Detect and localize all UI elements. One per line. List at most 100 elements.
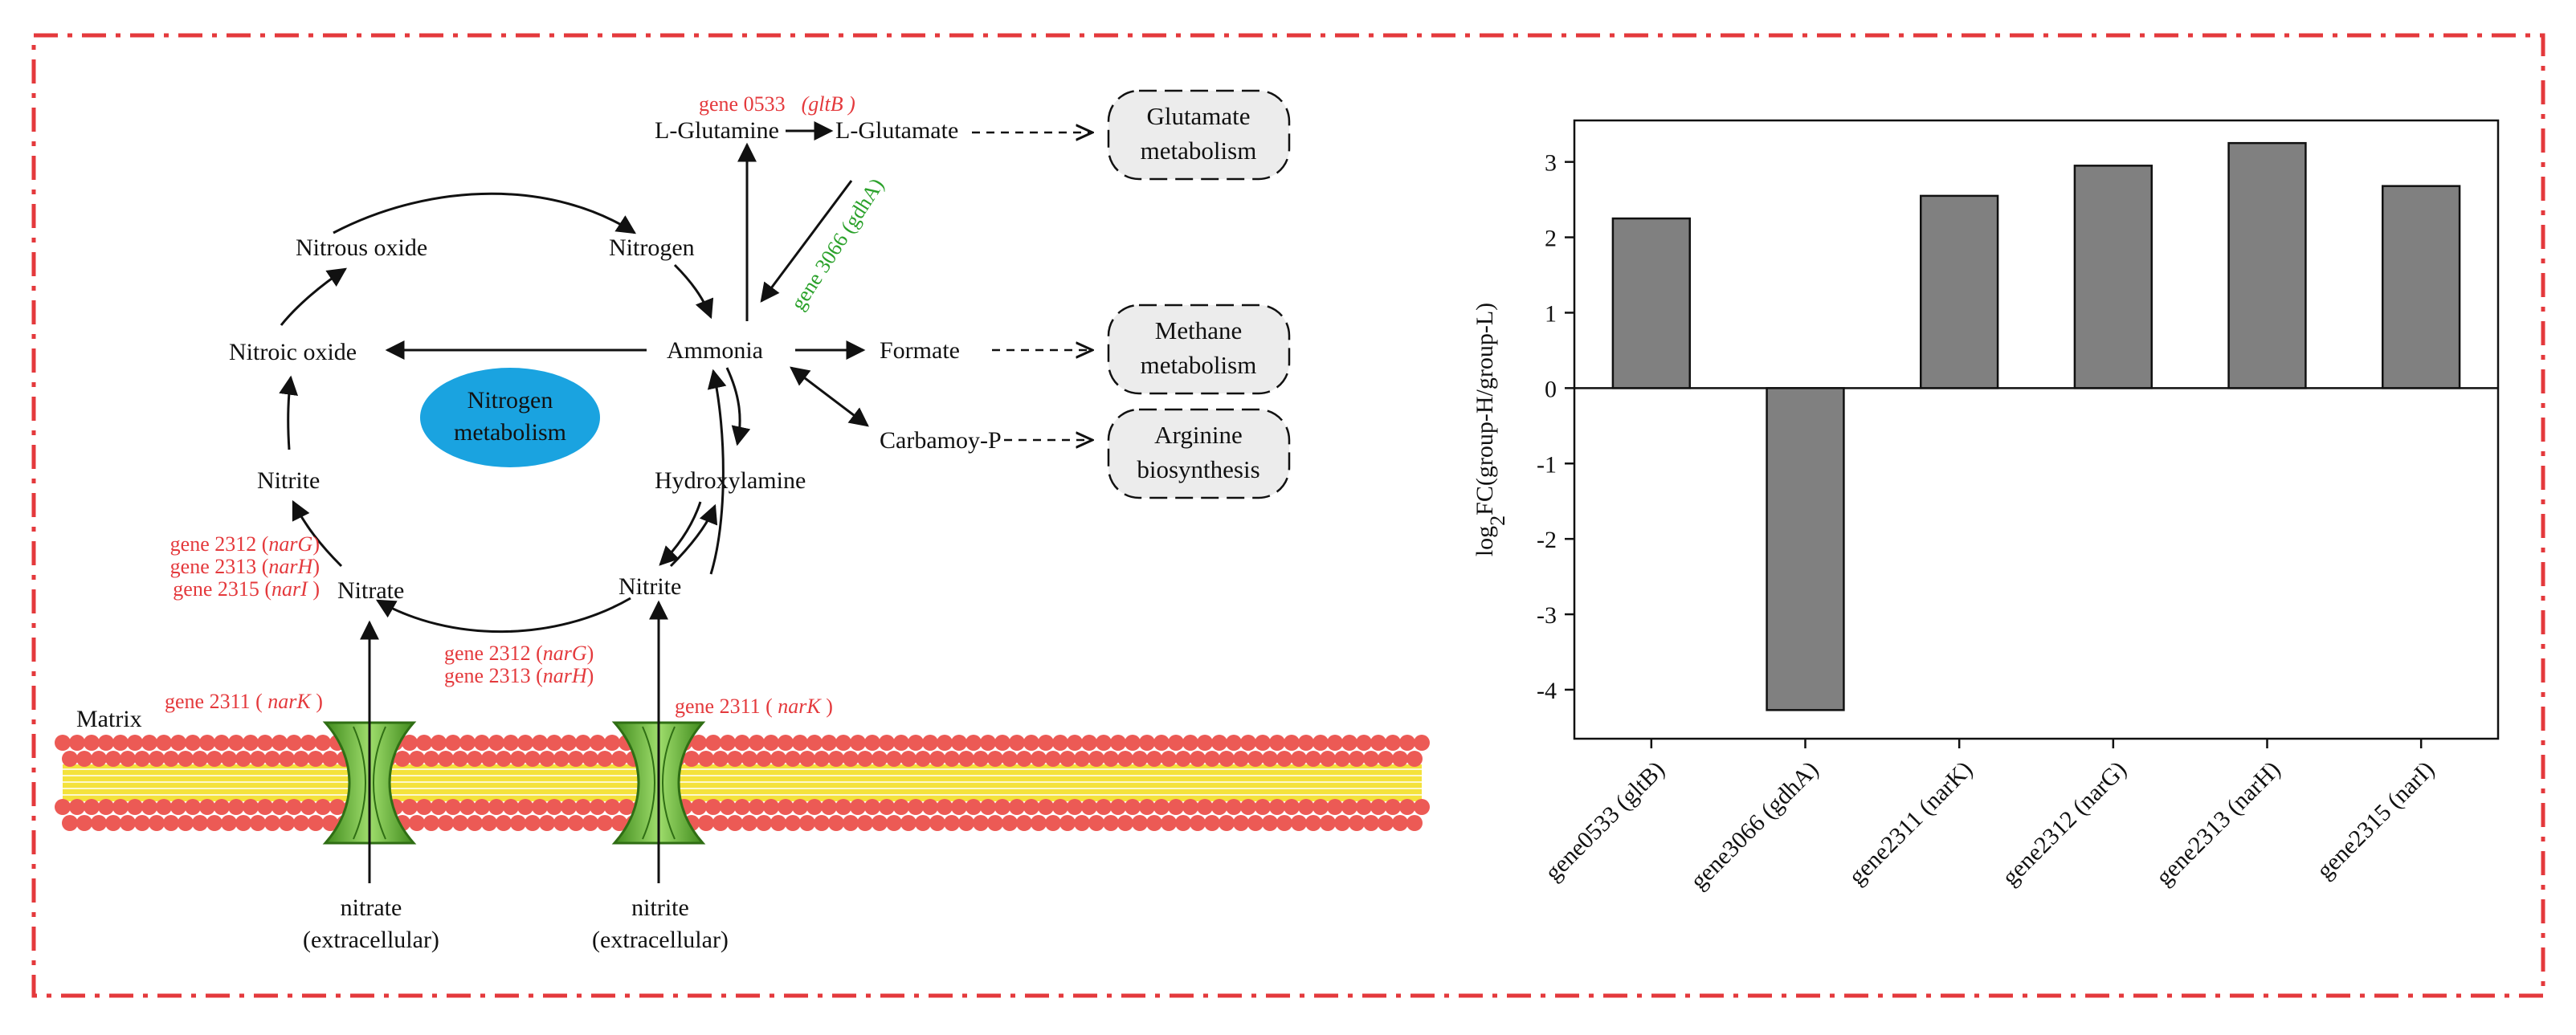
lipid-head: [1349, 751, 1365, 767]
nitrate-extracellular-line2: (extracellular): [303, 927, 439, 953]
y-tick-label: 3: [1545, 150, 1557, 177]
lipid-head: [705, 799, 721, 815]
lipid-head: [409, 815, 425, 831]
figure-frame: [31, 33, 2545, 998]
lipid-head: [539, 815, 555, 831]
lipid-head: [279, 751, 295, 767]
lipid-head: [503, 735, 519, 751]
lipid-head: [734, 735, 750, 751]
lipid-head: [1291, 751, 1307, 767]
lipid-head: [271, 735, 288, 751]
lipid-head: [1125, 735, 1141, 751]
lipid-head: [221, 751, 237, 767]
lipid-head: [1168, 799, 1184, 815]
lipid-head: [973, 815, 989, 831]
lipid-head: [821, 735, 837, 751]
lipid-head: [1146, 815, 1162, 831]
lipid-head: [525, 815, 541, 831]
y-tick-label: 0: [1545, 376, 1557, 402]
lipid-head: [1255, 799, 1271, 815]
lipid-head: [749, 735, 765, 751]
lipid-head: [1038, 735, 1054, 751]
lipid-head: [575, 799, 591, 815]
lipid-head: [1016, 815, 1032, 831]
lipid-head: [691, 799, 707, 815]
gene-2311-right-label: gene 2311 ( narK ): [675, 695, 833, 718]
lipid-head: [879, 799, 895, 815]
lipid-head: [1110, 799, 1126, 815]
lipid-head: [1117, 751, 1133, 767]
lipid-head: [1414, 735, 1430, 751]
lipid-head: [929, 815, 945, 831]
lipid-head: [937, 735, 953, 751]
membrane-tails: [63, 764, 1422, 801]
lipid-head: [105, 751, 121, 767]
lipid-head: [590, 735, 606, 751]
y-tick-label: 2: [1545, 226, 1557, 252]
lipid-head: [1009, 799, 1025, 815]
lipid-head: [857, 751, 873, 767]
lipid-head: [1197, 735, 1213, 751]
lipid-head: [206, 815, 222, 831]
lipid-head: [1059, 751, 1076, 767]
lipid-head: [763, 735, 779, 751]
lipid-head: [1074, 815, 1090, 831]
glutamate-box-line1: Glutamate: [1146, 102, 1250, 130]
lipid-head: [886, 751, 902, 767]
lipid-head: [1074, 751, 1090, 767]
y-tick-label: -3: [1537, 602, 1557, 629]
lipid-head: [792, 799, 808, 815]
lipid-head: [1312, 799, 1329, 815]
lipid-head: [705, 735, 721, 751]
lipid-head: [1320, 815, 1336, 831]
lipid-head: [264, 751, 280, 767]
lipid-head: [192, 815, 208, 831]
chart-plot-frame: [1573, 119, 2500, 740]
lipid-head: [1406, 815, 1423, 831]
lipid-head: [315, 735, 331, 751]
lipid-head: [770, 751, 786, 767]
lipid-head: [806, 799, 823, 815]
lipid-head: [503, 799, 519, 815]
lipid-head: [965, 735, 982, 751]
lipid-head: [1262, 815, 1278, 831]
lipid-head: [221, 815, 237, 831]
lipid-head: [561, 735, 577, 751]
gene-3066-label: gene 3066 (gdhA): [786, 174, 888, 314]
lipid-head: [467, 751, 483, 767]
arrow-ammonia-carbamoy: [790, 366, 869, 427]
lipid-head: [951, 799, 967, 815]
lipid-head: [496, 815, 512, 831]
gene-0533-label: gene 0533(gltB ): [699, 92, 855, 116]
lipid-head: [112, 799, 129, 815]
lipid-head: [69, 799, 85, 815]
lipid-head: [857, 815, 873, 831]
methane-metabolism-box: [1107, 304, 1291, 395]
lipid-head: [452, 751, 468, 767]
lipid-head: [423, 751, 439, 767]
lipid-head: [994, 799, 1010, 815]
lipid-head: [561, 799, 577, 815]
lipid-head: [568, 815, 584, 831]
lipid-head: [1385, 735, 1401, 751]
lipid-head: [459, 735, 476, 751]
chart-bar: [1766, 387, 1845, 711]
lipid-head: [720, 735, 736, 751]
lipid-head: [438, 815, 454, 831]
lipid-head: [156, 799, 172, 815]
x-tick-label: gene2313 (narH): [2151, 756, 2286, 891]
arrow-hydroxylamine-to-nitrite: [659, 501, 702, 566]
lipid-head: [1334, 815, 1350, 831]
lipid-head: [727, 815, 743, 831]
lipid-head: [778, 735, 794, 751]
lipid-head: [770, 815, 786, 831]
lipid-head: [597, 815, 613, 831]
lipid-head: [532, 735, 548, 751]
lipid-head: [850, 735, 866, 751]
lipid-head: [300, 799, 316, 815]
y-tick-label: 1: [1545, 300, 1557, 327]
lipid-head: [228, 799, 244, 815]
lipid-head: [1153, 799, 1170, 815]
